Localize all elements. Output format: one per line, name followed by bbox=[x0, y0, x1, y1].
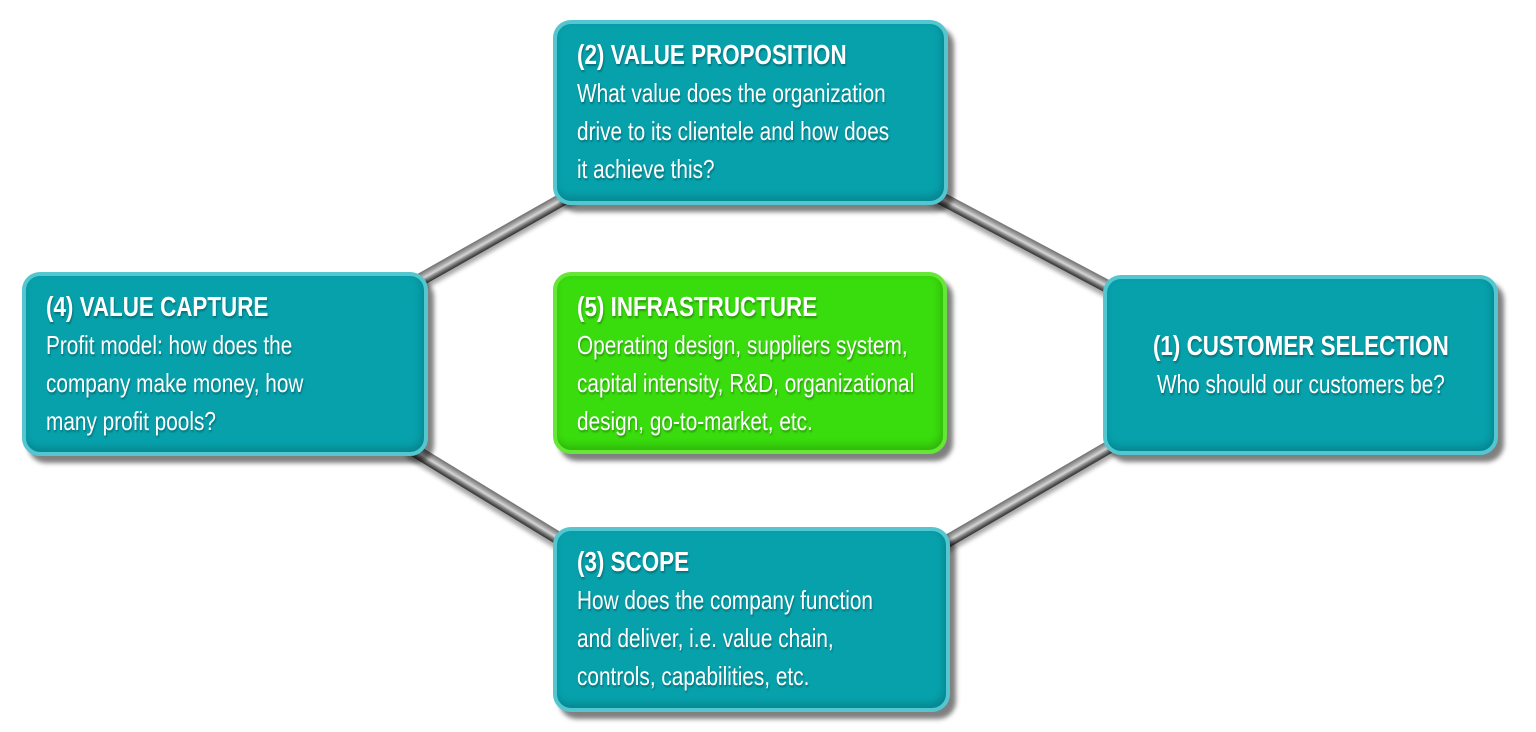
node-body-line: drive to its clientele and how does bbox=[577, 116, 890, 146]
node-body-line: How does the company function bbox=[577, 585, 873, 615]
node-body-line: controls, capabilities, etc. bbox=[577, 661, 810, 691]
node-body-line: many profit pools? bbox=[46, 406, 216, 436]
node-body-line: it achieve this? bbox=[577, 154, 715, 184]
node-title: (1) CUSTOMER SELECTION bbox=[1152, 330, 1449, 361]
node-body-line: Profit model: how does the bbox=[46, 330, 293, 360]
node-title: (2) VALUE PROPOSITION bbox=[577, 39, 847, 70]
connector-right-to-bottom bbox=[936, 437, 1118, 551]
connector-top-to-left bbox=[401, 186, 578, 294]
node-customer-selection: (1) CUSTOMER SELECTION Who should our cu… bbox=[1103, 275, 1498, 455]
node-body-line: Who should our customers be? bbox=[1156, 369, 1445, 399]
node-body-line: design, go-to-market, etc. bbox=[577, 406, 813, 436]
node-title: (5) INFRASTRUCTURE bbox=[577, 291, 818, 322]
node-body-line: What value does the organization bbox=[577, 78, 886, 108]
node-title: (3) SCOPE bbox=[577, 546, 690, 577]
node-scope: (3) SCOPE How does the company function … bbox=[553, 527, 950, 712]
connector-left-to-bottom bbox=[404, 440, 574, 551]
node-body-line: capital intensity, R&D, organizational bbox=[577, 368, 915, 398]
node-infrastructure: (5) INFRASTRUCTURE Operating design, sup… bbox=[553, 272, 947, 454]
node-title: (4) VALUE CAPTURE bbox=[46, 291, 269, 322]
node-value-proposition: (2) VALUE PROPOSITION What value does th… bbox=[553, 20, 948, 205]
node-body-line: and deliver, i.e. value chain, bbox=[577, 623, 834, 653]
node-value-capture: (4) VALUE CAPTURE Profit model: how does… bbox=[22, 272, 428, 456]
node-body-line: company make money, how bbox=[46, 368, 304, 398]
node-body-line: Operating design, suppliers system, bbox=[577, 330, 908, 360]
connector-top-to-right bbox=[926, 186, 1118, 296]
